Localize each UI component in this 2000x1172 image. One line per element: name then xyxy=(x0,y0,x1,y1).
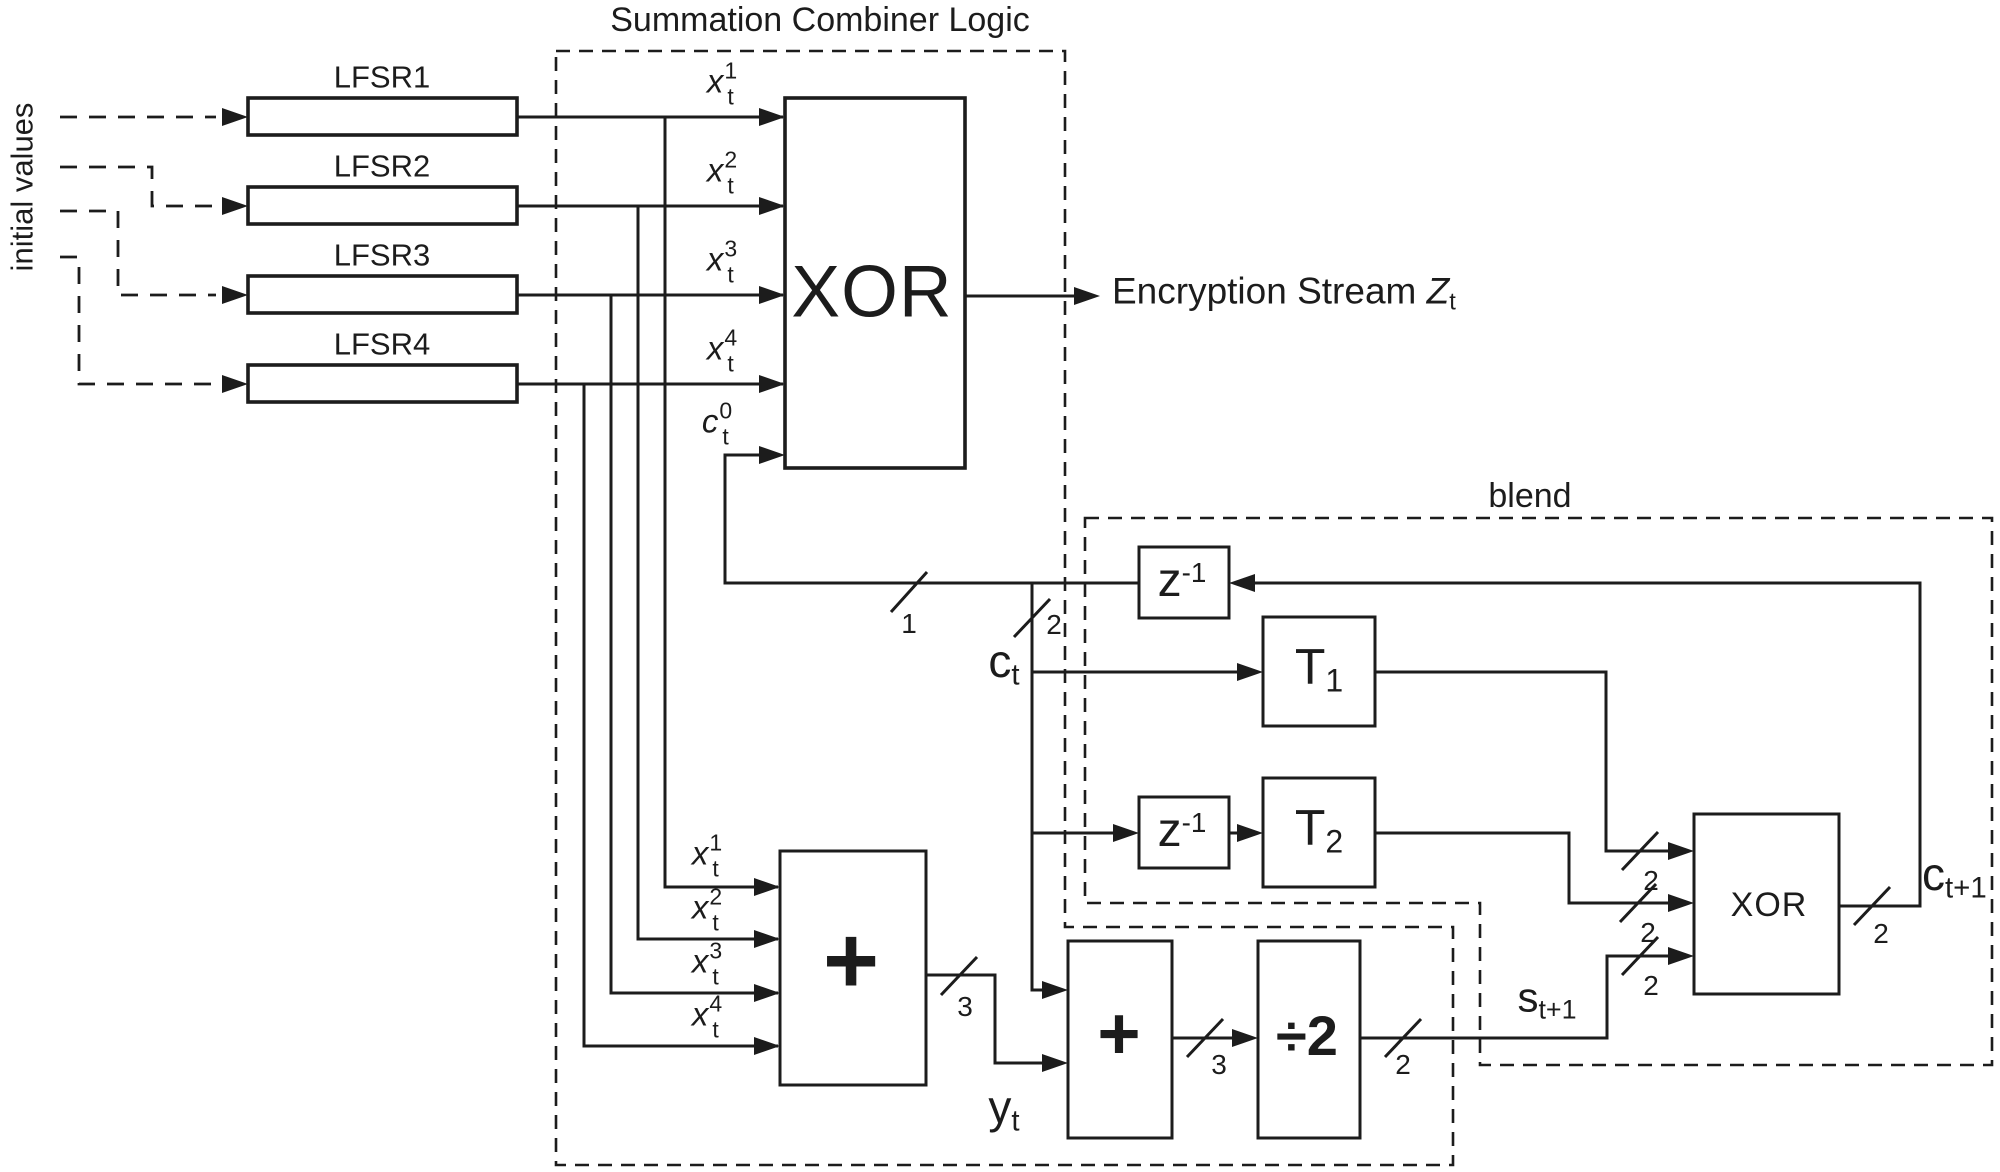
lfsr2-label: LFSR2 xyxy=(333,148,431,184)
adder-carry-label: + xyxy=(1097,992,1141,1075)
ct-next-feedback-wire xyxy=(1229,574,1922,927)
adder-main-output-wire xyxy=(926,955,1068,1072)
adder-carry-to-halver-wire xyxy=(1172,1017,1258,1059)
delay2-label: z-1 xyxy=(1157,804,1207,857)
adder-main-label: + xyxy=(822,907,880,1014)
bus-width-s-in: 2 xyxy=(1643,970,1659,1001)
delay1-output-wire xyxy=(723,446,1139,614)
lfsr-output-wires xyxy=(517,108,785,393)
summation-combiner-title: Summation Combiner Logic xyxy=(610,1,1030,39)
delay1-box xyxy=(1137,545,1231,620)
bus-width-t1-out: 2 xyxy=(1643,865,1659,896)
encryption-stream-label: Encryption Stream Zt xyxy=(1112,270,1456,316)
xor-blend-box xyxy=(1692,812,1841,996)
bus-width-t2-out: 2 xyxy=(1640,917,1656,948)
bus-width-feedback: 1 xyxy=(901,608,917,639)
signal-yt-label: yt xyxy=(988,1080,1020,1138)
xor-main-label: XOR xyxy=(791,251,953,333)
adder-main-box xyxy=(778,849,928,1087)
adder-carry-box xyxy=(1066,939,1174,1140)
bus-width-sum: 3 xyxy=(957,991,973,1022)
signal-ct-label: ct xyxy=(988,634,1020,692)
signal-st-plus1-label: st+1 xyxy=(1517,973,1577,1025)
bus-width-carry-sum: 3 xyxy=(1211,1049,1227,1080)
lfsr4-box xyxy=(246,363,519,404)
bus-width-halver-out: 2 xyxy=(1395,1049,1411,1080)
xor-blend-label: XOR xyxy=(1730,886,1808,924)
bus-width-ct: 2 xyxy=(1046,609,1062,640)
lfsr1-box xyxy=(246,96,519,137)
summation-combiner-region-outline xyxy=(554,49,1455,1167)
t2-label: T2 xyxy=(1294,799,1344,860)
lfsr2-box xyxy=(246,185,519,226)
blend-region-label: blend xyxy=(1488,477,1572,515)
t1-label: T1 xyxy=(1294,638,1344,699)
delay1-label: z-1 xyxy=(1157,554,1207,607)
s-output-wire xyxy=(1360,935,1694,1059)
halver-label: ÷2 xyxy=(1276,1004,1338,1067)
lfsr-branch-wires xyxy=(582,117,780,1055)
initial-values-label: initial values xyxy=(4,102,40,272)
delay2-to-t2-wire xyxy=(1229,824,1263,842)
lfsr3-box xyxy=(246,274,519,315)
signal-ct-plus1-label: ct+1 xyxy=(1922,847,1987,905)
bus-width-ct-next: 2 xyxy=(1873,918,1889,949)
ct-branch-wires xyxy=(1012,583,1263,999)
initial-value-feed-wires xyxy=(60,108,248,393)
lfsr4-label: LFSR4 xyxy=(333,326,431,362)
encryption-output-wire xyxy=(965,287,1100,305)
xor-main-box xyxy=(783,96,967,470)
t2-output-wire xyxy=(1375,831,1694,924)
lfsr1-label: LFSR1 xyxy=(333,59,431,95)
t1-output-wire xyxy=(1375,670,1694,872)
blend-region-outline xyxy=(1083,516,1994,1067)
lfsr3-label: LFSR3 xyxy=(333,237,431,273)
